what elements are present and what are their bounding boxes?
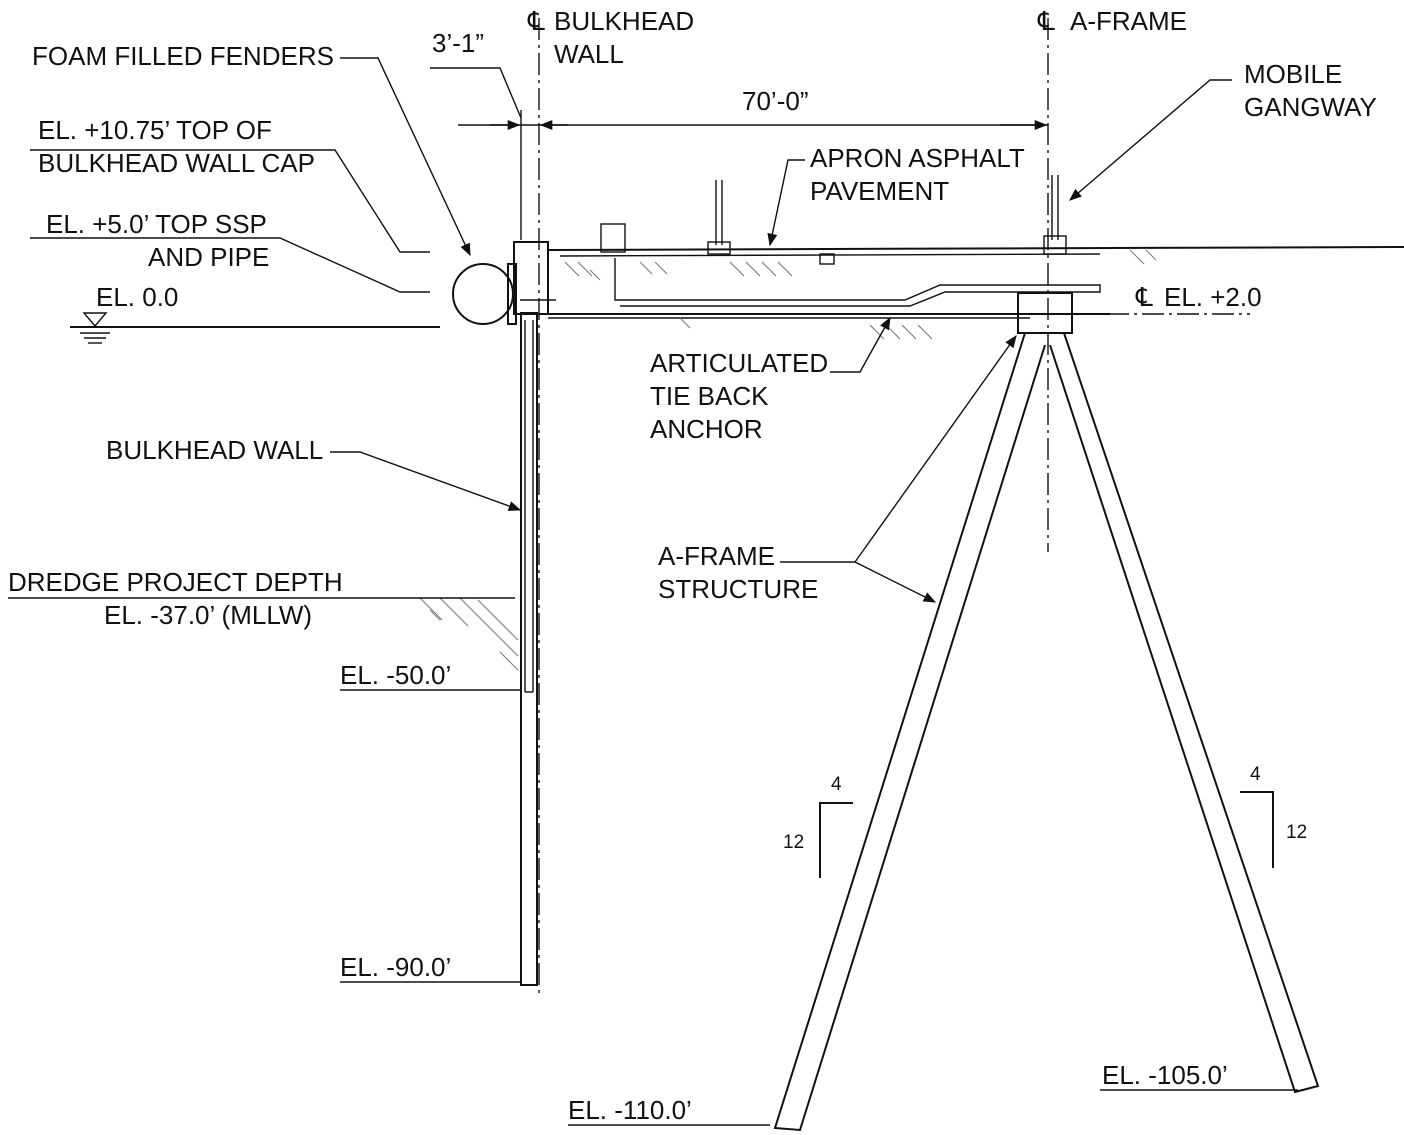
label-el-plus-2: EL. +2.0 [1164, 282, 1262, 312]
label-aframe-structure-1: A-FRAME [658, 541, 775, 571]
label-top-cap-2: BULKHEAD WALL CAP [38, 148, 315, 178]
label-el-zero: EL. 0.0 [96, 282, 178, 312]
aframe-legs [773, 332, 1320, 1132]
label-top-ssp-2: AND PIPE [148, 242, 269, 272]
foam-fender [452, 263, 517, 325]
label-tieback-1: ARTICULATED [650, 348, 828, 378]
dimension-span: 70’-0” [742, 86, 808, 116]
label-cl-bulkhead-2: WALL [554, 39, 624, 69]
label-foam-fenders: FOAM FILLED FENDERS [32, 41, 334, 71]
cl-symbol-bulkhead: ℄ [527, 6, 545, 36]
label-el-minus-110: EL. -110.0’ [568, 1095, 692, 1125]
label-top-ssp-1: EL. +5.0’ TOP SSP [46, 209, 267, 239]
label-tieback-2: TIE BACK [650, 381, 769, 411]
slope-right-run: 4 [1250, 764, 1261, 785]
label-apron-2: PAVEMENT [810, 176, 949, 206]
label-mobile-gangway-1: MOBILE [1244, 59, 1342, 89]
cl-symbol-aframe: ℄ [1037, 6, 1055, 36]
leader-lines [8, 57, 1298, 1126]
apron-deck [547, 175, 1404, 319]
slope-indicator-left [819, 802, 853, 878]
slope-indicator-right [1240, 791, 1274, 868]
label-el-minus-50: EL. -50.0’ [340, 660, 451, 690]
label-dredge-1: DREDGE PROJECT DEPTH [8, 567, 343, 597]
label-el-minus-90: EL. -90.0’ [340, 952, 451, 982]
label-dredge-2: EL. -37.0’ (MLLW) [104, 600, 312, 630]
bulkhead-wall-shape [513, 241, 556, 986]
dimension-wall-width: 3’-1” [432, 28, 484, 58]
label-cl-bulkhead-1: BULKHEAD [554, 6, 694, 36]
aframe-pile-cap [1017, 292, 1073, 334]
label-apron-1: APRON ASPHALT [810, 143, 1025, 173]
cl-symbol-el-plus-2: ℄ [1135, 282, 1153, 312]
soil-hatching [419, 249, 1157, 671]
label-cl-aframe: A-FRAME [1070, 6, 1187, 36]
slope-left-rise: 12 [783, 832, 804, 853]
label-top-cap-1: EL. +10.75’ TOP OF [38, 115, 272, 145]
label-el-minus-105: EL. -105.0’ [1102, 1060, 1228, 1090]
label-mobile-gangway-2: GANGWAY [1244, 92, 1377, 122]
label-tieback-3: ANCHOR [650, 414, 763, 444]
slope-left-run: 4 [831, 774, 842, 795]
slope-right-rise: 12 [1286, 822, 1307, 843]
label-aframe-structure-2: STRUCTURE [658, 574, 818, 604]
dimension-lines [430, 67, 1048, 240]
label-bulkhead-wall: BULKHEAD WALL [106, 435, 323, 465]
water-level-symbol [70, 312, 440, 344]
